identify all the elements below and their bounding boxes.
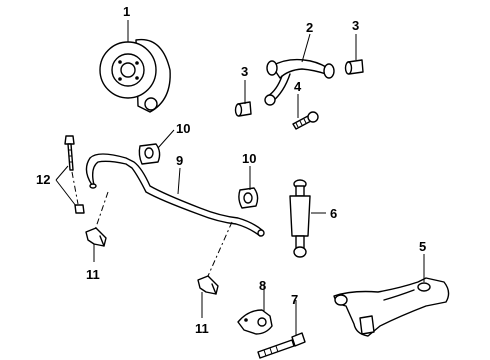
callout-10-lower: 10 [242,151,256,166]
stabilizer-bracket-right [197,221,233,295]
control-arm-bolt [292,111,319,130]
callout-3-left: 3 [241,64,248,79]
leader-lines [55,20,425,336]
stabilizer-bushing-lower [238,187,259,209]
stabilizer-bar [85,153,265,237]
callout-8: 8 [259,278,266,293]
callout-11-left: 11 [86,267,100,282]
control-arm-bushing-left [234,101,252,117]
callout-4: 4 [294,79,302,94]
stud-pin [257,332,306,359]
callout-7: 7 [291,292,298,307]
callout-3-right: 3 [352,18,359,33]
callout-12: 12 [36,172,50,187]
stabilizer-bushing-upper [138,143,161,165]
shock-absorber [289,179,311,258]
callout-1: 1 [123,4,130,19]
lower-control-arm [333,277,450,337]
callout-11-right: 11 [195,321,209,336]
callout-9: 9 [176,153,183,168]
callout-5: 5 [419,239,426,254]
stabilizer-bracket-left [85,191,109,247]
callout-10-upper: 10 [176,121,190,136]
callout-2: 2 [306,20,313,35]
wheel-hub-assembly [99,38,171,113]
upper-control-arm [264,58,335,106]
callout-6: 6 [330,206,337,221]
mounting-bracket [237,309,273,335]
stabilizer-link-bolt [64,135,85,214]
control-arm-bushing-right [344,59,364,75]
